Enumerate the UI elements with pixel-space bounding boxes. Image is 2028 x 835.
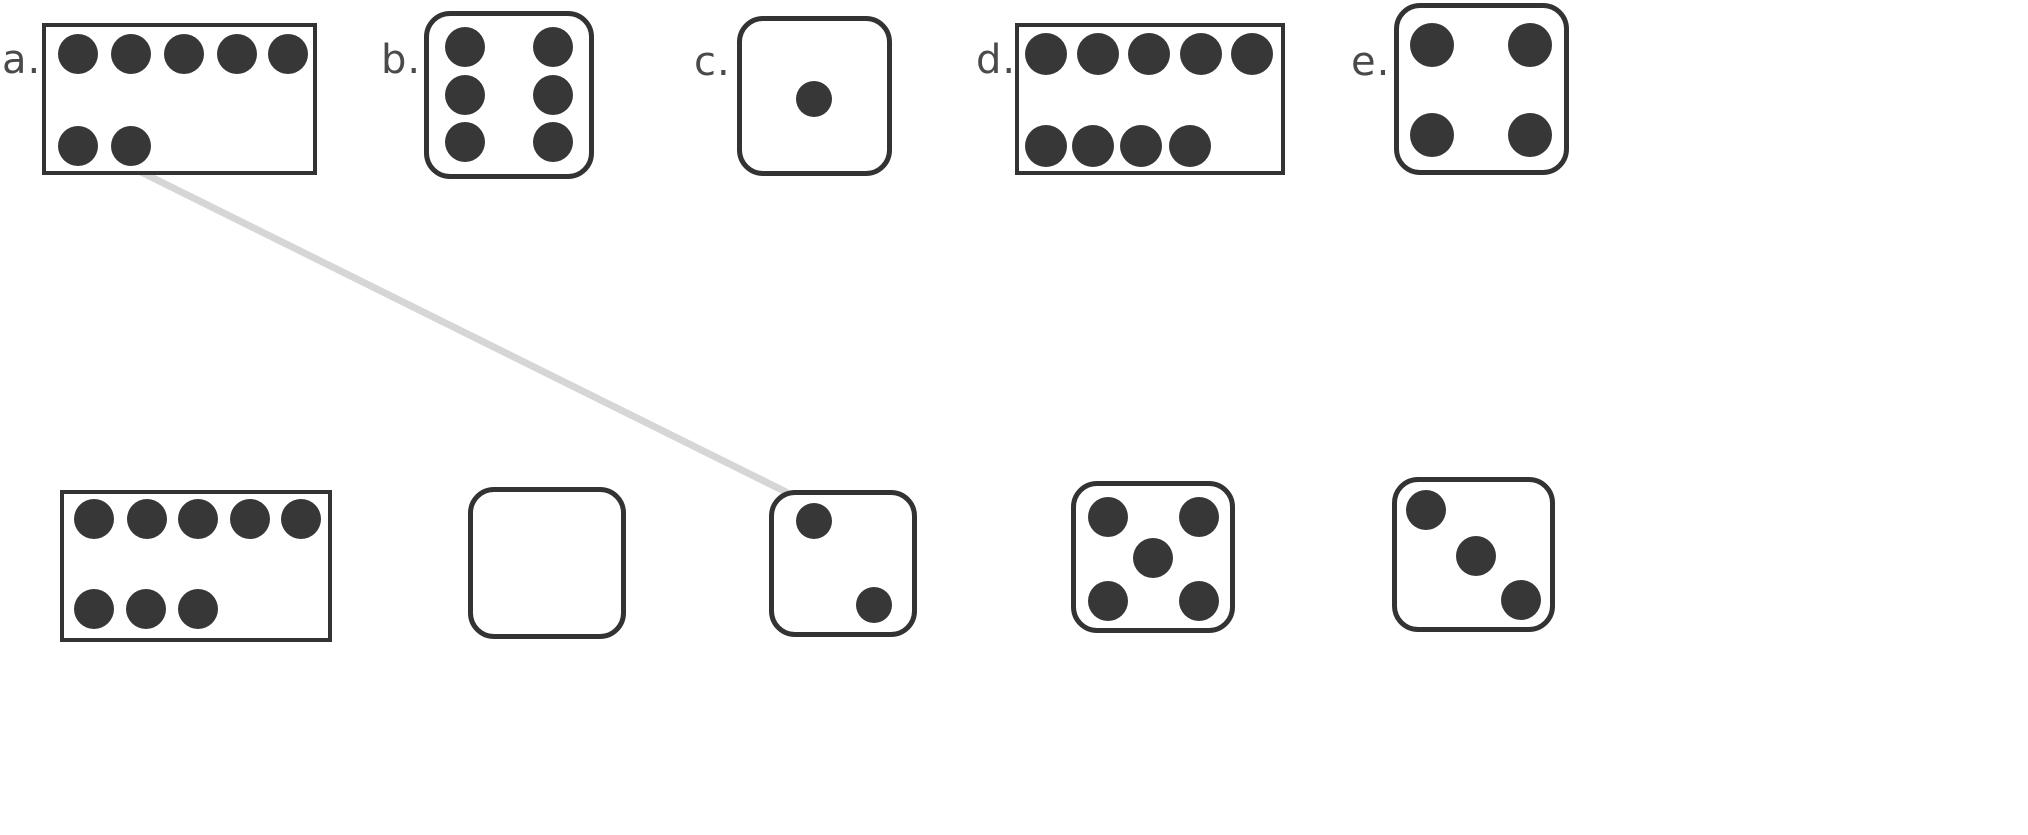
dot xyxy=(74,589,114,629)
dot xyxy=(178,589,218,629)
choice-2[interactable] xyxy=(468,487,626,639)
dot xyxy=(1180,33,1222,75)
dot xyxy=(1025,33,1067,75)
dot xyxy=(230,499,270,539)
dot xyxy=(533,122,573,162)
dot xyxy=(533,75,573,115)
dot xyxy=(1410,23,1454,67)
card-a-label: a. xyxy=(2,37,42,83)
dot xyxy=(1072,125,1114,167)
dot xyxy=(1508,113,1552,157)
dot xyxy=(1406,490,1446,530)
dot xyxy=(58,126,98,166)
dot xyxy=(178,499,218,539)
dot xyxy=(217,34,257,74)
dot xyxy=(164,34,204,74)
dot xyxy=(445,75,485,115)
card-c-label: c. xyxy=(694,39,731,85)
dot xyxy=(445,27,485,67)
dot xyxy=(1088,581,1128,621)
dot xyxy=(74,499,114,539)
dot xyxy=(445,122,485,162)
dot xyxy=(533,27,573,67)
dot xyxy=(111,126,151,166)
choice-3[interactable] xyxy=(769,490,917,637)
dot xyxy=(1128,33,1170,75)
card-d-label: d. xyxy=(976,37,1017,83)
dot xyxy=(268,34,308,74)
dot xyxy=(1508,23,1552,67)
dot xyxy=(856,587,892,623)
dot xyxy=(1179,497,1219,537)
dot xyxy=(1501,580,1541,620)
dot xyxy=(1179,581,1219,621)
dot xyxy=(1169,125,1211,167)
dot xyxy=(1088,497,1128,537)
connector-a-to-choice-3[interactable] xyxy=(137,168,790,496)
dot xyxy=(126,589,166,629)
dot xyxy=(281,499,321,539)
dot xyxy=(1025,125,1067,167)
dot xyxy=(111,34,151,74)
card-b-label: b. xyxy=(381,37,422,83)
dot xyxy=(127,499,167,539)
dot xyxy=(796,503,832,539)
dot xyxy=(58,34,98,74)
dot xyxy=(1231,33,1273,75)
dot xyxy=(1456,536,1496,576)
dot xyxy=(1133,538,1173,578)
dot xyxy=(1120,125,1162,167)
card-e-label: e. xyxy=(1351,39,1391,85)
dot xyxy=(1410,113,1454,157)
dot xyxy=(1077,33,1119,75)
dot xyxy=(796,81,832,117)
